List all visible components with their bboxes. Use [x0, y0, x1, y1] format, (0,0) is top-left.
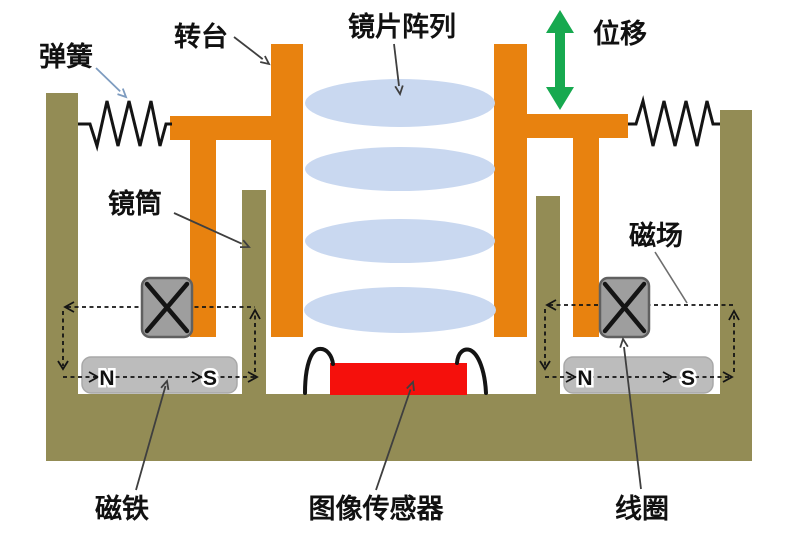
- bond-wires: [303, 346, 488, 395]
- pointer-magnetic-field: [654, 251, 688, 304]
- magnet-left-south: S: [203, 367, 217, 390]
- housing-left-wall: [46, 93, 78, 394]
- image-sensor: [330, 363, 467, 395]
- magnet-left: [81, 356, 238, 394]
- housing-right-wall: [720, 110, 752, 394]
- pointer-image-sensor: [375, 389, 412, 491]
- bond-wire-left: [303, 346, 335, 395]
- field-arrow-down-icon: [539, 360, 551, 371]
- label-displacement: 位移: [593, 18, 647, 49]
- magnet-right-north: N: [577, 367, 592, 390]
- magnet-right: [563, 356, 714, 394]
- magnet-left-north: N: [99, 367, 114, 390]
- pointer-lens-barrel-arrowhead-icon: [239, 239, 251, 248]
- label-pointers-dark: [135, 36, 642, 491]
- pointer-lens-array: [393, 43, 400, 87]
- magnets: [81, 356, 714, 394]
- pointer-coil: [623, 346, 642, 490]
- magnet-right-south: S: [681, 367, 695, 390]
- actuator-left-inner-column: [271, 44, 303, 337]
- label-magnetic-field: 磁场: [629, 221, 683, 251]
- pointer-spring-arrowhead-icon: [117, 88, 128, 99]
- label-lens-barrel: 镜筒: [108, 188, 162, 219]
- pointer-image-sensor-arrowhead-icon: [406, 379, 415, 392]
- field-arrow-right-icon: [88, 371, 100, 383]
- field-arrow-right-icon: [662, 371, 674, 383]
- bond-wire-right: [455, 347, 488, 395]
- pointer-magnet: [135, 385, 167, 491]
- spring-right: [628, 95, 720, 147]
- text-labels: 弹簧 转台 镜片阵列 位移 镜筒 磁场 磁铁 图像传感器 线圈: [39, 12, 683, 524]
- actuator-left-outer-column: [190, 140, 216, 337]
- magnet-pole-labels: N S N S: [97, 365, 698, 393]
- actuator-right-inner-column: [494, 44, 527, 337]
- field-arrow-right-icon: [565, 371, 577, 383]
- field-arrow-up-icon: [728, 309, 740, 321]
- label-coil: 线圈: [615, 494, 669, 524]
- label-lens-array: 镜片阵列: [348, 12, 456, 42]
- field-arrow-right-icon: [247, 371, 259, 383]
- pointer-coil-arrowhead-icon: [619, 336, 629, 348]
- coil-right-x-icon: [602, 281, 647, 334]
- lens-2: [305, 147, 495, 191]
- label-pointer-spring: [95, 67, 128, 99]
- pointer-lens-array-arrowhead-icon: [394, 85, 404, 97]
- displacement-arrow-icon: [546, 10, 574, 110]
- field-arrow-up-icon: [249, 308, 261, 320]
- label-spring: 弹簧: [39, 41, 93, 72]
- lens-1: [305, 79, 495, 127]
- field-loop-left-arrowheads: [57, 301, 261, 383]
- lens-4: [304, 287, 496, 333]
- label-magnet: 磁铁: [95, 494, 149, 524]
- pointer-spring: [95, 67, 121, 93]
- field-arrow-left-icon: [63, 301, 75, 313]
- spring-left: [78, 100, 172, 152]
- coil-left-x-icon: [144, 281, 190, 334]
- label-turntable: 转台: [174, 21, 228, 52]
- pointer-turntable-arrowhead-icon: [260, 55, 271, 66]
- springs: [78, 95, 720, 152]
- actuator-right-outer-column: [573, 138, 599, 337]
- pointer-lens-barrel: [173, 212, 243, 245]
- field-arrow-down-icon: [57, 360, 69, 371]
- lens-barrel-left-wall: [242, 190, 266, 394]
- lens-3: [305, 219, 495, 263]
- lens-array: [304, 79, 496, 333]
- coil-cross-marks: [144, 281, 647, 334]
- label-image-sensor: 图像传感器: [309, 493, 445, 524]
- pointer-magnet-arrowhead-icon: [160, 378, 170, 391]
- turntable-actuator: [170, 44, 628, 337]
- field-arrow-right-icon: [191, 371, 203, 383]
- field-arrow-right-icon: [722, 371, 734, 383]
- housing-base: [46, 394, 752, 461]
- pointer-turntable: [233, 36, 264, 60]
- field-arrow-left-icon: [545, 299, 557, 311]
- field-loop-right-arrowheads: [539, 299, 740, 383]
